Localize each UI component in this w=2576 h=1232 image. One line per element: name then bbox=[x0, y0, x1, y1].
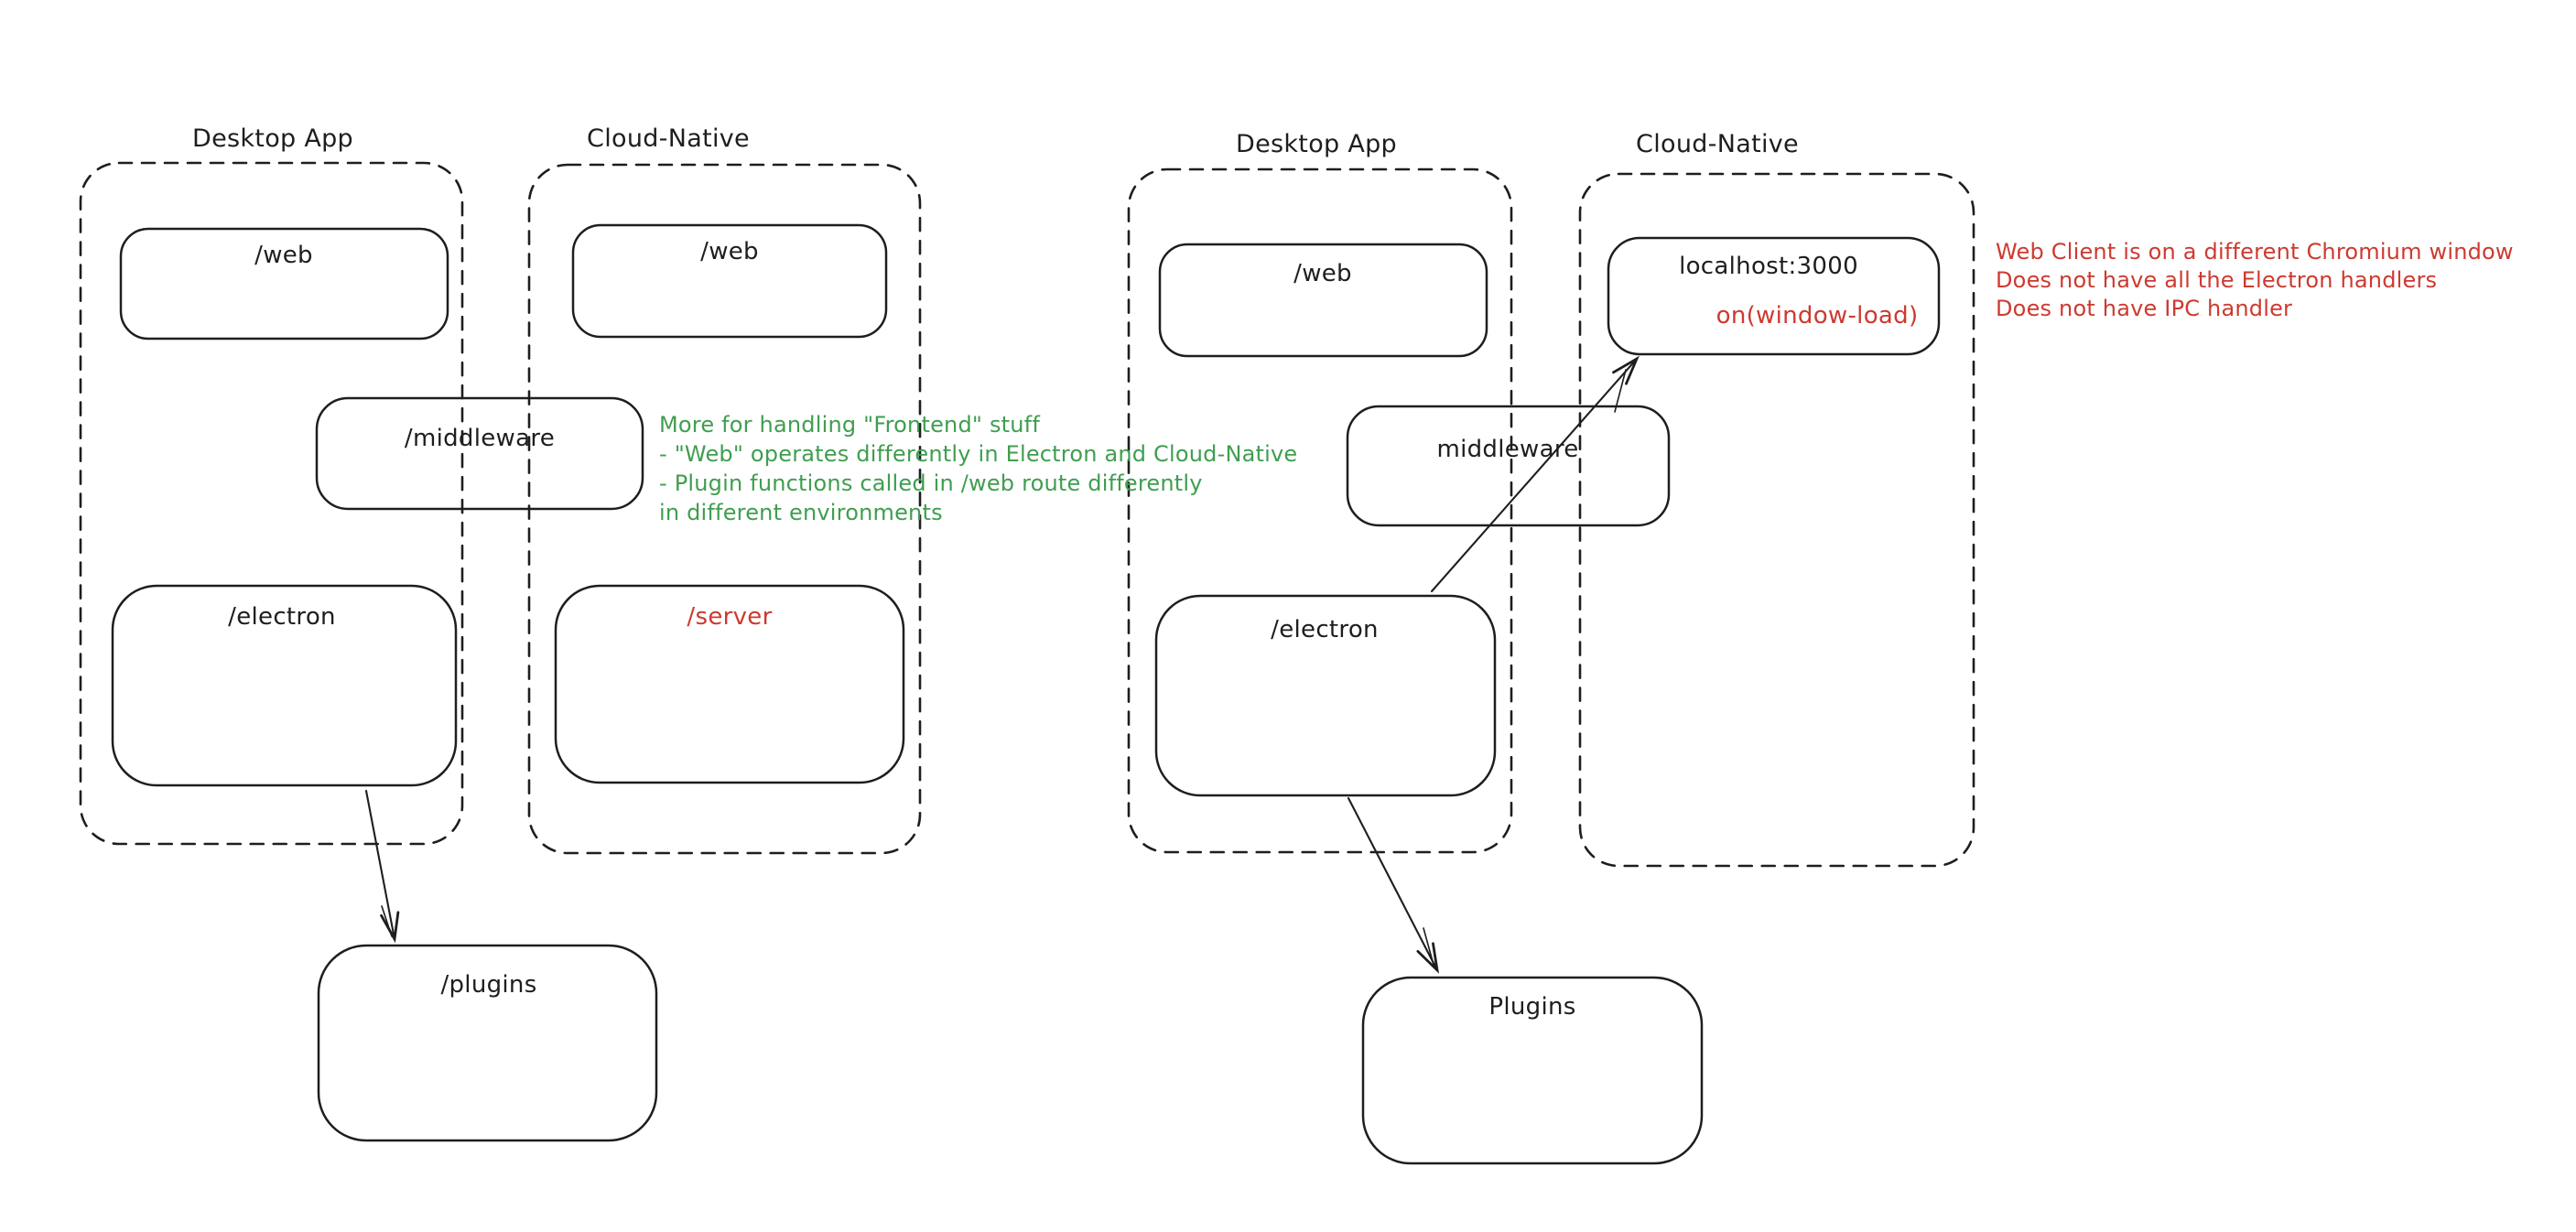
right-cloud-native-title[interactable]: Cloud-Native bbox=[1636, 130, 1799, 158]
left-plugins-label[interactable]: /plugins bbox=[440, 971, 537, 999]
red-note[interactable]: Web Client is on a different Chromium wi… bbox=[1996, 238, 2514, 323]
right-localhost-box[interactable] bbox=[1607, 236, 1941, 356]
right-localhost-label[interactable]: localhost:3000 bbox=[1679, 253, 1858, 280]
left-middleware-label[interactable]: /middleware bbox=[404, 425, 556, 452]
green-note-line: More for handling "Frontend" stuff bbox=[659, 412, 1040, 438]
right-web-label[interactable]: /web bbox=[1293, 260, 1352, 287]
arrow-electron-to-plugins-left[interactable] bbox=[364, 789, 400, 944]
left-electron-box[interactable] bbox=[111, 584, 458, 787]
arrow-sketch-stroke bbox=[1614, 369, 1627, 413]
red-note-line: Does not have IPC handler bbox=[1996, 296, 2293, 321]
left-web-desktop-box[interactable] bbox=[119, 227, 449, 340]
left-desktop-app-title[interactable]: Desktop App bbox=[192, 124, 353, 153]
right-plugins-box[interactable] bbox=[1361, 976, 1704, 1165]
arrow-sketch-stroke bbox=[381, 905, 393, 937]
arrow-electron-to-plugins-right[interactable] bbox=[1347, 796, 1440, 974]
left-middleware-box[interactable] bbox=[315, 396, 644, 511]
left-cloud-native-title[interactable]: Cloud-Native bbox=[587, 124, 750, 153]
red-note-line: Web Client is on a different Chromium wi… bbox=[1996, 239, 2514, 265]
arrow-sketch-stroke bbox=[1423, 927, 1434, 966]
green-note-line: - Plugin functions called in /web route … bbox=[659, 470, 1203, 496]
left-plugins-box[interactable] bbox=[317, 944, 658, 1142]
right-plugins-label[interactable]: Plugins bbox=[1488, 993, 1576, 1021]
right-electron-box[interactable] bbox=[1154, 594, 1497, 797]
left-web-cloud-label[interactable]: /web bbox=[700, 238, 759, 265]
arrow-electron-to-localhost[interactable] bbox=[1430, 355, 1640, 593]
left-web-desktop-label[interactable]: /web bbox=[254, 242, 313, 269]
left-server-label[interactable]: /server bbox=[687, 603, 773, 631]
green-note-line: - "Web" operates differently in Electron… bbox=[659, 441, 1298, 467]
right-window-load-label[interactable]: on(window-load) bbox=[1716, 302, 1919, 330]
right-middleware-box[interactable] bbox=[1346, 405, 1671, 527]
right-middleware-label[interactable]: middleware bbox=[1436, 436, 1579, 463]
red-note-line: Does not have all the Electron handlers bbox=[1996, 267, 2438, 293]
green-note-line: in different environments bbox=[659, 500, 943, 525]
right-web-box[interactable] bbox=[1158, 243, 1488, 358]
left-web-cloud-box[interactable] bbox=[571, 223, 888, 339]
left-server-box[interactable] bbox=[554, 584, 905, 784]
left-desktop-app-container[interactable] bbox=[79, 161, 464, 846]
right-desktop-app-title[interactable]: Desktop App bbox=[1236, 130, 1397, 158]
left-electron-label[interactable]: /electron bbox=[228, 603, 336, 631]
right-desktop-app-container[interactable] bbox=[1127, 168, 1513, 854]
right-electron-label[interactable]: /electron bbox=[1271, 616, 1379, 643]
green-note[interactable]: More for handling "Frontend" stuff - "We… bbox=[659, 410, 1297, 527]
